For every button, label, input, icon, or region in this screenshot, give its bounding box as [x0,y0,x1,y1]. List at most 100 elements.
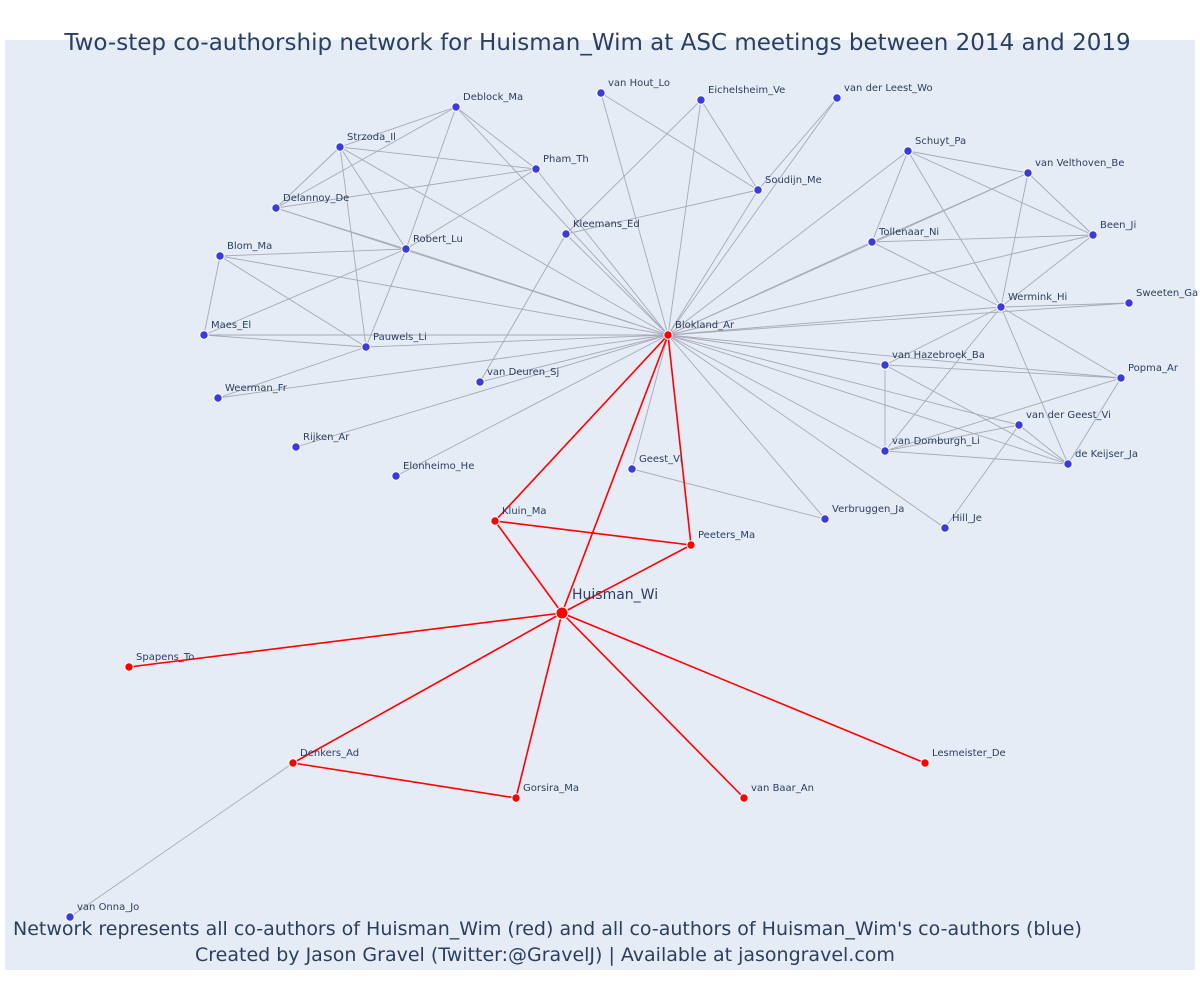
node-weerman-fr[interactable] [213,393,223,403]
node-label-lesmeister-de: Lesmeister_De [932,748,1006,759]
edge [667,302,1130,336]
node-delannoy-de[interactable] [271,203,281,213]
node-denkers-ad[interactable] [288,758,298,768]
node-sweeten-ga[interactable] [1124,298,1134,308]
node-label-been-ji: Been_Ji [1100,220,1136,231]
node-pauwels-li[interactable] [361,342,371,352]
node-de-keijser-ja[interactable] [1063,459,1073,469]
node-rijken-ar[interactable] [291,442,301,452]
edge [884,424,1020,452]
node-label-van-velthoven-be: van Velthoven_Be [1035,158,1124,169]
node-label-geest-vi: Geest_Vi [639,454,683,465]
node-label-huisman-wi: Huisman_Wi [572,587,658,603]
node-schuyt-pa[interactable] [903,146,913,156]
node-soudijn-me[interactable] [753,185,763,195]
node-label-blokland-ar: Blokland_Ar [675,320,735,331]
node-pham-th[interactable] [531,164,541,174]
node-label-van-hout-lo: van Hout_Lo [608,78,670,89]
node-wermink-hi[interactable] [996,302,1006,312]
edge [479,233,567,383]
node-robert-lu[interactable] [401,244,411,254]
node-deblock-ma[interactable] [451,102,461,112]
node-van-hazebroek-ba[interactable] [880,360,890,370]
edge [667,306,1002,336]
edge [884,306,1002,366]
node-label-pauwels-li: Pauwels_Li [373,332,427,343]
edge [365,334,669,348]
edge [494,520,563,614]
node-label-van-deuren-sj: van Deuren_Sj [487,367,559,378]
node-hill-je[interactable] [940,523,950,533]
node-popma-ar[interactable] [1116,373,1126,383]
edge [1027,172,1094,236]
edge [600,92,759,191]
edge [405,106,457,250]
node-kleemans-ed[interactable] [561,229,571,239]
edge [631,468,826,520]
node-label-deblock-ma: Deblock_Ma [463,92,523,103]
edge [561,612,745,799]
node-van-baar-an[interactable] [739,793,749,803]
node-van-deuren-sj[interactable] [475,377,485,387]
edge [219,255,367,348]
node-peeters-ma[interactable] [686,540,696,550]
edge [667,334,692,546]
node-huisman-wi[interactable] [555,606,569,620]
edge [69,762,294,918]
node-label-eichelsheim-ve: Eichelsheim_Ve [708,85,785,96]
node-tollenaar-ni[interactable] [867,237,877,247]
edge [219,255,669,336]
node-label-rijken-ar: Rijken_Ar [303,432,350,443]
node-elonheimo-he[interactable] [391,471,401,481]
node-blokland-ar[interactable] [663,330,673,340]
edge [275,207,407,250]
node-geest-vi[interactable] [627,464,637,474]
edge [565,189,759,235]
node-van-domburgh-li[interactable] [880,446,890,456]
node-label-blom-ma: Blom_Ma [227,241,272,252]
edge [667,334,886,366]
edge [631,334,669,470]
edge [667,234,1094,336]
edge-layer [69,92,1130,918]
node-van-der-geest-vi[interactable] [1014,420,1024,430]
node-label-tollenaar-ni: Tollenaar_Ni [878,227,939,238]
edge [515,612,563,799]
edge [455,106,669,336]
edge [667,334,1069,465]
node-kluin-ma[interactable] [490,516,500,526]
node-strzoda-il[interactable] [335,142,345,152]
node-label-delannoy-de: Delannoy_De [283,193,349,204]
node-been-ji[interactable] [1088,230,1098,240]
node-maes-el[interactable] [199,330,209,340]
edge [561,544,692,614]
node-eichelsheim-ve[interactable] [696,95,706,105]
edge [871,150,909,243]
edge [907,150,1029,174]
node-label-de-keijser-ja: de Keijser_Ja [1075,449,1138,460]
node-label-van-domburgh-li: van Domburgh_Li [892,436,980,447]
node-label-robert-lu: Robert_Lu [413,234,463,245]
node-van-hout-lo[interactable] [596,88,606,98]
edge [1000,172,1029,308]
node-van-der-leest-wo[interactable] [832,93,842,103]
edge [203,255,221,336]
edge [292,762,517,799]
node-lesmeister-de[interactable] [920,758,930,768]
node-label-van-baar-an: van Baar_An [751,783,814,794]
edge [667,334,946,529]
node-van-velthoven-be[interactable] [1023,168,1033,178]
node-gorsira-ma[interactable] [511,793,521,803]
edge [339,146,537,170]
edge [217,334,669,399]
node-spapens-to[interactable] [124,662,134,672]
edge [565,233,669,336]
footer-caption: Network represents all co-authors of Hui… [13,918,1082,940]
edge [275,168,537,209]
edge [884,306,1002,452]
node-van-onna-jo[interactable] [65,912,75,922]
node-blom-ma[interactable] [215,251,225,261]
node-verbruggen-ja[interactable] [820,514,830,524]
plot-background [5,40,1195,970]
edge [405,168,537,250]
